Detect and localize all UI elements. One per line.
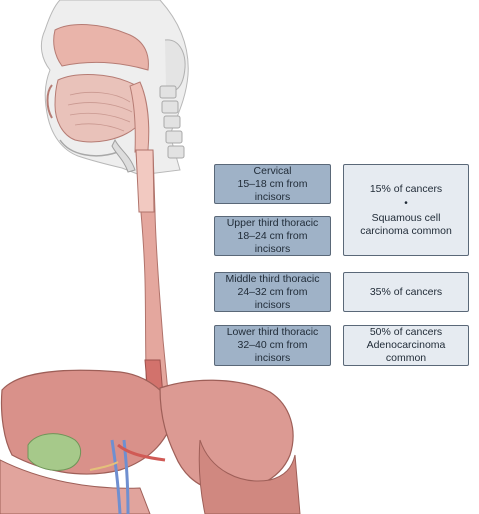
nasal-cavity xyxy=(53,24,149,71)
larynx xyxy=(111,138,136,173)
note-line: 15% of cancers xyxy=(369,182,443,195)
segment-box-upper-thoracic: Upper third thoracic 18–24 cm from incis… xyxy=(214,216,331,256)
segment-name: Cervical xyxy=(253,164,292,177)
stomach-antrum xyxy=(198,439,301,514)
note-box-lower: 50% of cancers Adenocarcinoma common xyxy=(343,325,469,366)
stomach xyxy=(159,379,294,492)
note-line: Adenocarcinoma common xyxy=(366,339,446,364)
segment-name: Middle third thoracic xyxy=(225,272,320,285)
segment-range: 15–18 cm from incisors xyxy=(237,177,308,203)
tongue-lines xyxy=(67,91,133,132)
note-box-upper: 15% of cancers • Squamous cell carcinoma… xyxy=(343,164,469,256)
note-line: 35% of cancers xyxy=(369,285,443,298)
esophagus-cervical-band xyxy=(135,149,155,213)
segment-box-middle-thoracic: Middle third thoracic 24–32 cm from inci… xyxy=(214,272,331,312)
note-box-middle: 35% of cancers xyxy=(343,272,469,312)
cervical-spine xyxy=(159,85,185,159)
segment-range: 32–40 cm from incisors xyxy=(237,339,308,364)
lips xyxy=(46,84,53,119)
oral-cavity xyxy=(54,74,143,143)
segment-range: 18–24 cm from incisors xyxy=(237,229,308,255)
segment-name: Upper third thoracic xyxy=(226,216,319,229)
gallbladder xyxy=(27,433,82,471)
segment-box-lower-thoracic: Lower third thoracic 32–40 cm from incis… xyxy=(214,325,331,366)
abdominal-vessels xyxy=(89,439,166,514)
segment-box-cervical: Cervical 15–18 cm from incisors xyxy=(214,164,331,204)
segment-range: 24–32 cm from incisors xyxy=(237,285,308,311)
jaw xyxy=(59,139,119,157)
note-line: 50% of cancers xyxy=(369,326,443,338)
bullet-separator: • xyxy=(404,197,408,209)
note-line: Squamous cell carcinoma common xyxy=(360,211,452,237)
segment-name: Lower third thoracic xyxy=(226,326,319,338)
intestine xyxy=(0,459,151,514)
pharynx xyxy=(129,81,150,153)
